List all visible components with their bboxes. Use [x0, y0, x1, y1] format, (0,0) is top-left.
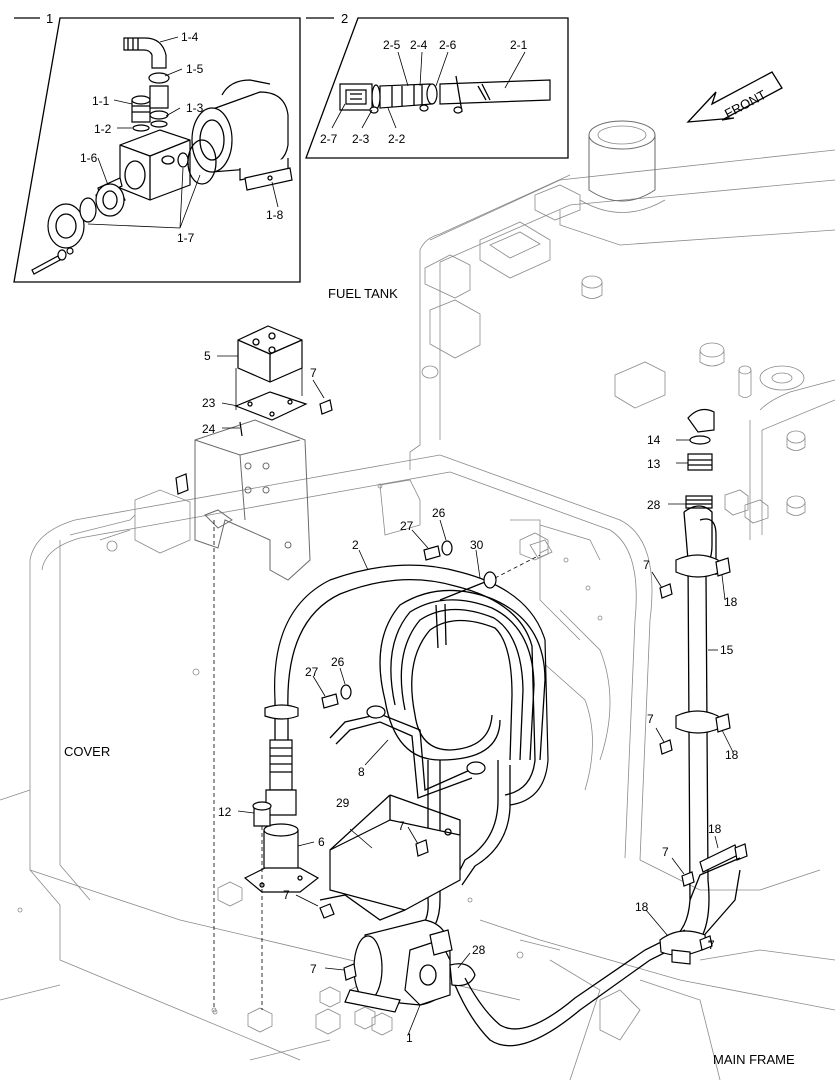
callout-7-pump-left: 7	[283, 888, 290, 902]
callout-15: 15	[720, 643, 734, 657]
callout-8: 8	[358, 765, 365, 779]
label-fuel-tank: FUEL TANK	[328, 286, 398, 301]
part-label-1-2: 1-2	[94, 122, 112, 136]
callout-29: 29	[336, 796, 350, 810]
callout-18-right-4: 18	[635, 900, 649, 914]
callout-27-upper: 27	[400, 519, 414, 533]
label-main-frame: MAIN FRAME	[713, 1052, 795, 1067]
callout-5: 5	[204, 349, 211, 363]
part-label-2-3: 2-3	[352, 132, 370, 146]
callout-23: 23	[202, 396, 216, 410]
inset-box-2: 2 2-1 2-5 2-4 2-6 2-7 2-3 2-2	[305, 11, 569, 159]
callout-7-right-2: 7	[647, 712, 654, 726]
part-label-2-1: 2-1	[510, 38, 528, 52]
inset-1-number: 1	[46, 11, 53, 26]
callout-12: 12	[218, 805, 232, 819]
part-label-1-1: 1-1	[92, 94, 110, 108]
callout-24: 24	[202, 422, 216, 436]
callout-7-right-1: 7	[643, 558, 650, 572]
return-hose-with-clamps: 14 13 28 7 18 15 7 18 18 7 18 7	[635, 408, 748, 965]
inset-box-1: 1	[13, 11, 301, 283]
callout-26-upper: 26	[432, 506, 446, 520]
part-label-2-2: 2-2	[388, 132, 406, 146]
part-label-2-7: 2-7	[320, 132, 338, 146]
callout-7-right-4: 7	[708, 938, 715, 952]
part-label-2-5: 2-5	[383, 38, 401, 52]
callout-6: 6	[318, 835, 325, 849]
callout-28-pump: 28	[472, 943, 486, 957]
part-label-1-7: 1-7	[177, 231, 195, 245]
part-label-2-4: 2-4	[410, 38, 428, 52]
callout-13: 13	[647, 457, 661, 471]
callout-14: 14	[647, 433, 661, 447]
label-cover: COVER	[64, 744, 110, 759]
hose-coil-assembly: 2 30 27 26 27 26 8	[264, 506, 553, 941]
part-label-1-4: 1-4	[181, 30, 199, 44]
relay-box-and-bracket: 5 7 23 24	[175, 325, 333, 1013]
callout-1: 1	[406, 1031, 413, 1045]
callout-28-right: 28	[647, 498, 661, 512]
callout-18-right-1: 18	[724, 595, 738, 609]
callout-18-right-3: 18	[708, 822, 722, 836]
part-label-2-6: 2-6	[439, 38, 457, 52]
part-label-1-8: 1-8	[266, 208, 284, 222]
fuel-pump-with-cover: 29 7 7 7 28 1	[283, 794, 691, 1047]
front-direction-arrow: FRONT	[686, 71, 783, 123]
callout-7-right-3: 7	[662, 845, 669, 859]
callout-2: 2	[352, 538, 359, 552]
callout-7-pump-base: 7	[310, 962, 317, 976]
front-label: FRONT	[722, 87, 769, 121]
callout-26-lower: 26	[331, 655, 345, 669]
part-label-1-3: 1-3	[186, 101, 204, 115]
part-label-1-6: 1-6	[80, 151, 98, 165]
callout-7-bracket: 7	[310, 366, 317, 380]
callout-18-right-2: 18	[725, 748, 739, 762]
fuel-filter-assembly: 6 12	[218, 801, 325, 1010]
callout-27-lower: 27	[305, 665, 319, 679]
part-label-1-5: 1-5	[186, 62, 204, 76]
callout-30: 30	[470, 538, 484, 552]
fuel-tank-outline	[409, 120, 835, 540]
callout-7-cover: 7	[398, 819, 405, 833]
inset-2-number: 2	[341, 11, 348, 26]
